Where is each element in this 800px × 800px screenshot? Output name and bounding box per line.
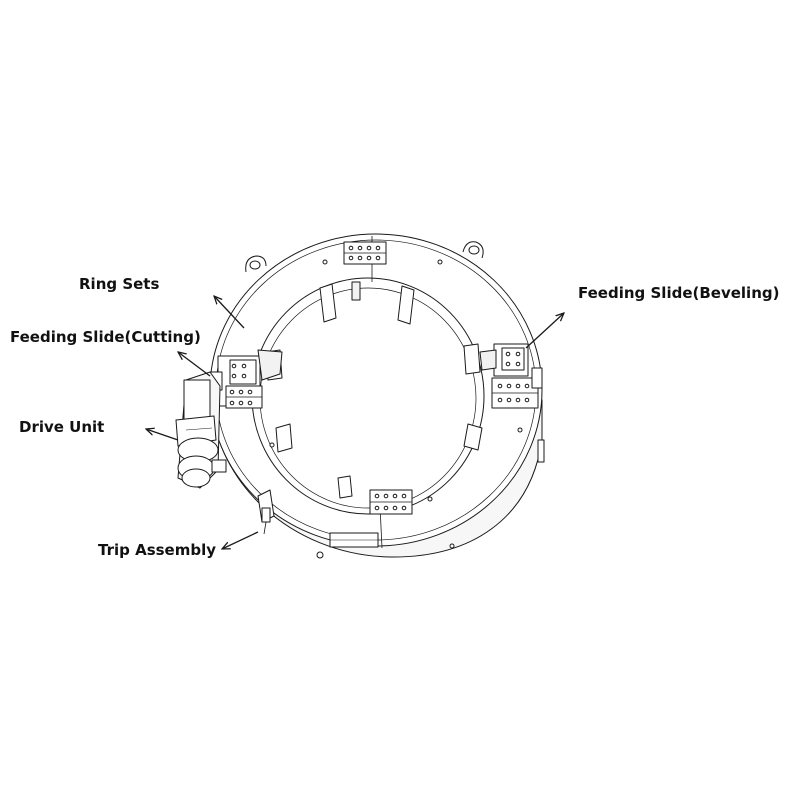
arrow-drive-unit (146, 429, 179, 441)
label-feeding-slide-beveling: Feeding Slide(Beveling) (578, 284, 780, 302)
label-trip-assembly: Trip Assembly (98, 541, 217, 559)
feeding-slide-cutting (209, 349, 283, 409)
drive-unit (175, 371, 227, 489)
lifting-eye-right (462, 241, 484, 259)
label-drive-unit: Drive Unit (19, 418, 105, 436)
top-clamp-block (343, 241, 387, 265)
pointer-arrows (146, 296, 564, 549)
label-feeding-slide-cutting: Feeding Slide(Cutting) (10, 328, 201, 346)
machine-drawing (175, 233, 545, 559)
bottom-clamp-block (369, 489, 413, 515)
arrow-ring-sets (214, 296, 245, 329)
ring-body (209, 233, 543, 559)
label-ring-sets: Ring Sets (79, 275, 160, 293)
arrow-feeding-slide-cutting (178, 352, 211, 377)
lifting-eye-left (245, 255, 267, 273)
arrow-trip-assembly (222, 531, 259, 549)
feeding-slide-beveling (479, 343, 545, 463)
trip-assembly (257, 489, 275, 535)
arrow-feeding-slide-beveling (525, 313, 564, 349)
